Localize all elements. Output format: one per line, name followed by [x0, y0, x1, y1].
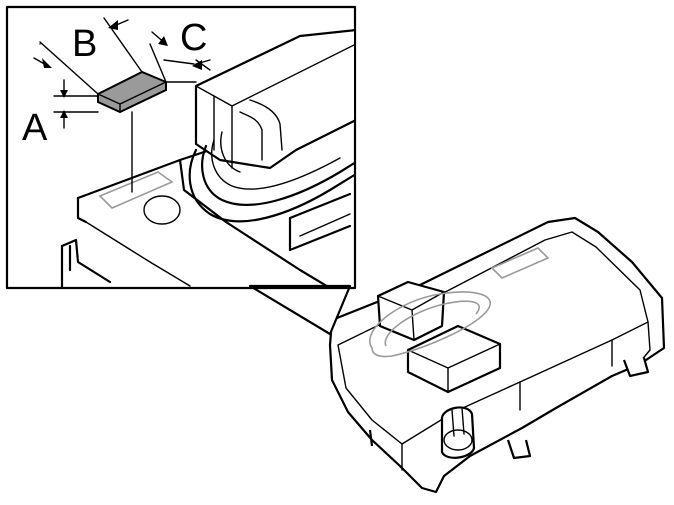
- control-module: [328, 216, 666, 494]
- dimension-label-a: A: [22, 107, 48, 149]
- callout-pointer: [248, 284, 352, 336]
- label-sticker: [97, 70, 167, 114]
- dimension-label-b: B: [72, 23, 97, 65]
- zoom-inset: [5, 5, 357, 290]
- dimension-label-c: C: [180, 17, 207, 59]
